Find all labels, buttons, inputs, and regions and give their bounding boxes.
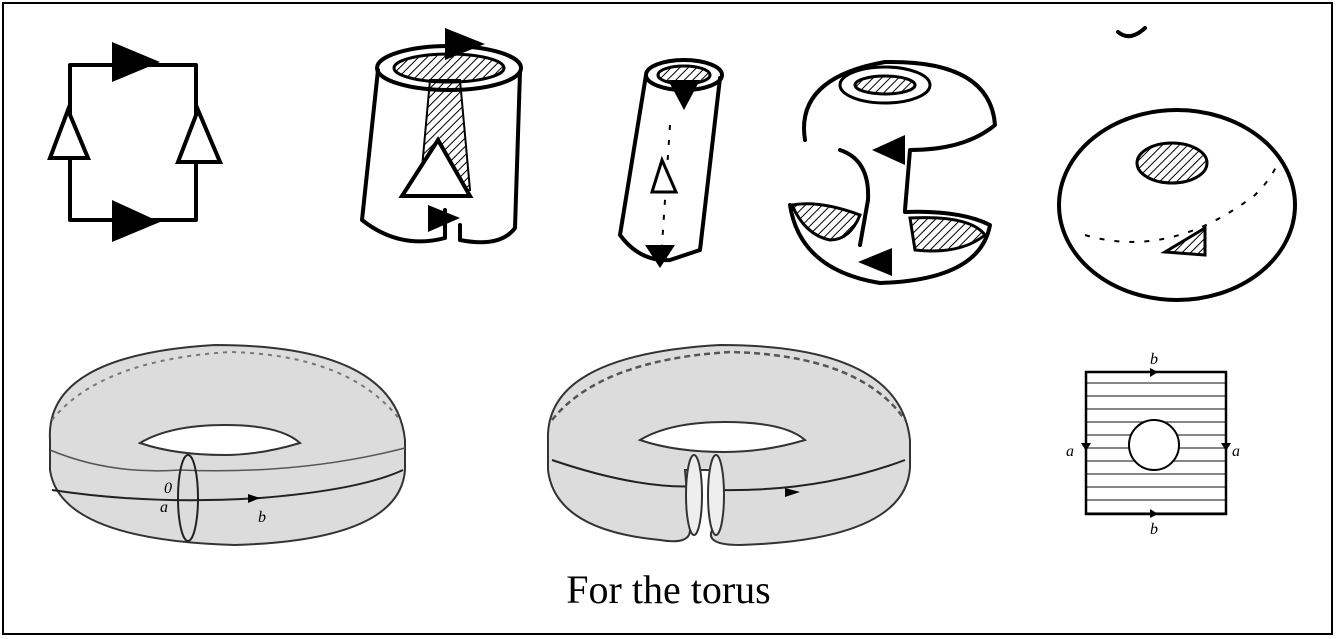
label-longitude: b [258, 509, 266, 526]
torus-cut-open [548, 345, 910, 545]
label-square-left: a [1066, 443, 1074, 460]
arrow-tube-side-icon [652, 160, 676, 192]
step-1-square [50, 42, 220, 242]
label-meridian: a [160, 499, 168, 516]
torus-with-cycles: 0 a b [50, 345, 405, 545]
stray-mark [1118, 28, 1145, 36]
step-5-torus-sketch [1059, 28, 1295, 300]
fundamental-square: b b a a [1066, 351, 1240, 538]
arrow-left-open-icon [50, 110, 88, 158]
step-4-bending-tube [790, 62, 995, 283]
arrow-bend-top-icon [872, 135, 905, 165]
arrow-top-filled-icon [112, 42, 160, 82]
arrow-torus-icon [1165, 228, 1205, 255]
figure-caption: For the torus [0, 566, 1337, 613]
arrow-bottom-filled-icon [112, 200, 160, 242]
step-3-tube [620, 60, 722, 268]
label-square-right: a [1232, 443, 1240, 460]
arrow-tube-top-icon [668, 80, 700, 110]
label-square-bottom: b [1150, 521, 1158, 538]
arrow-bend-bottom-icon [858, 248, 892, 276]
label-square-top: b [1150, 351, 1158, 368]
step-2-open-cylinder [362, 28, 521, 242]
arrow-right-open-icon [178, 110, 220, 162]
label-meridian-top: 0 [164, 480, 172, 497]
